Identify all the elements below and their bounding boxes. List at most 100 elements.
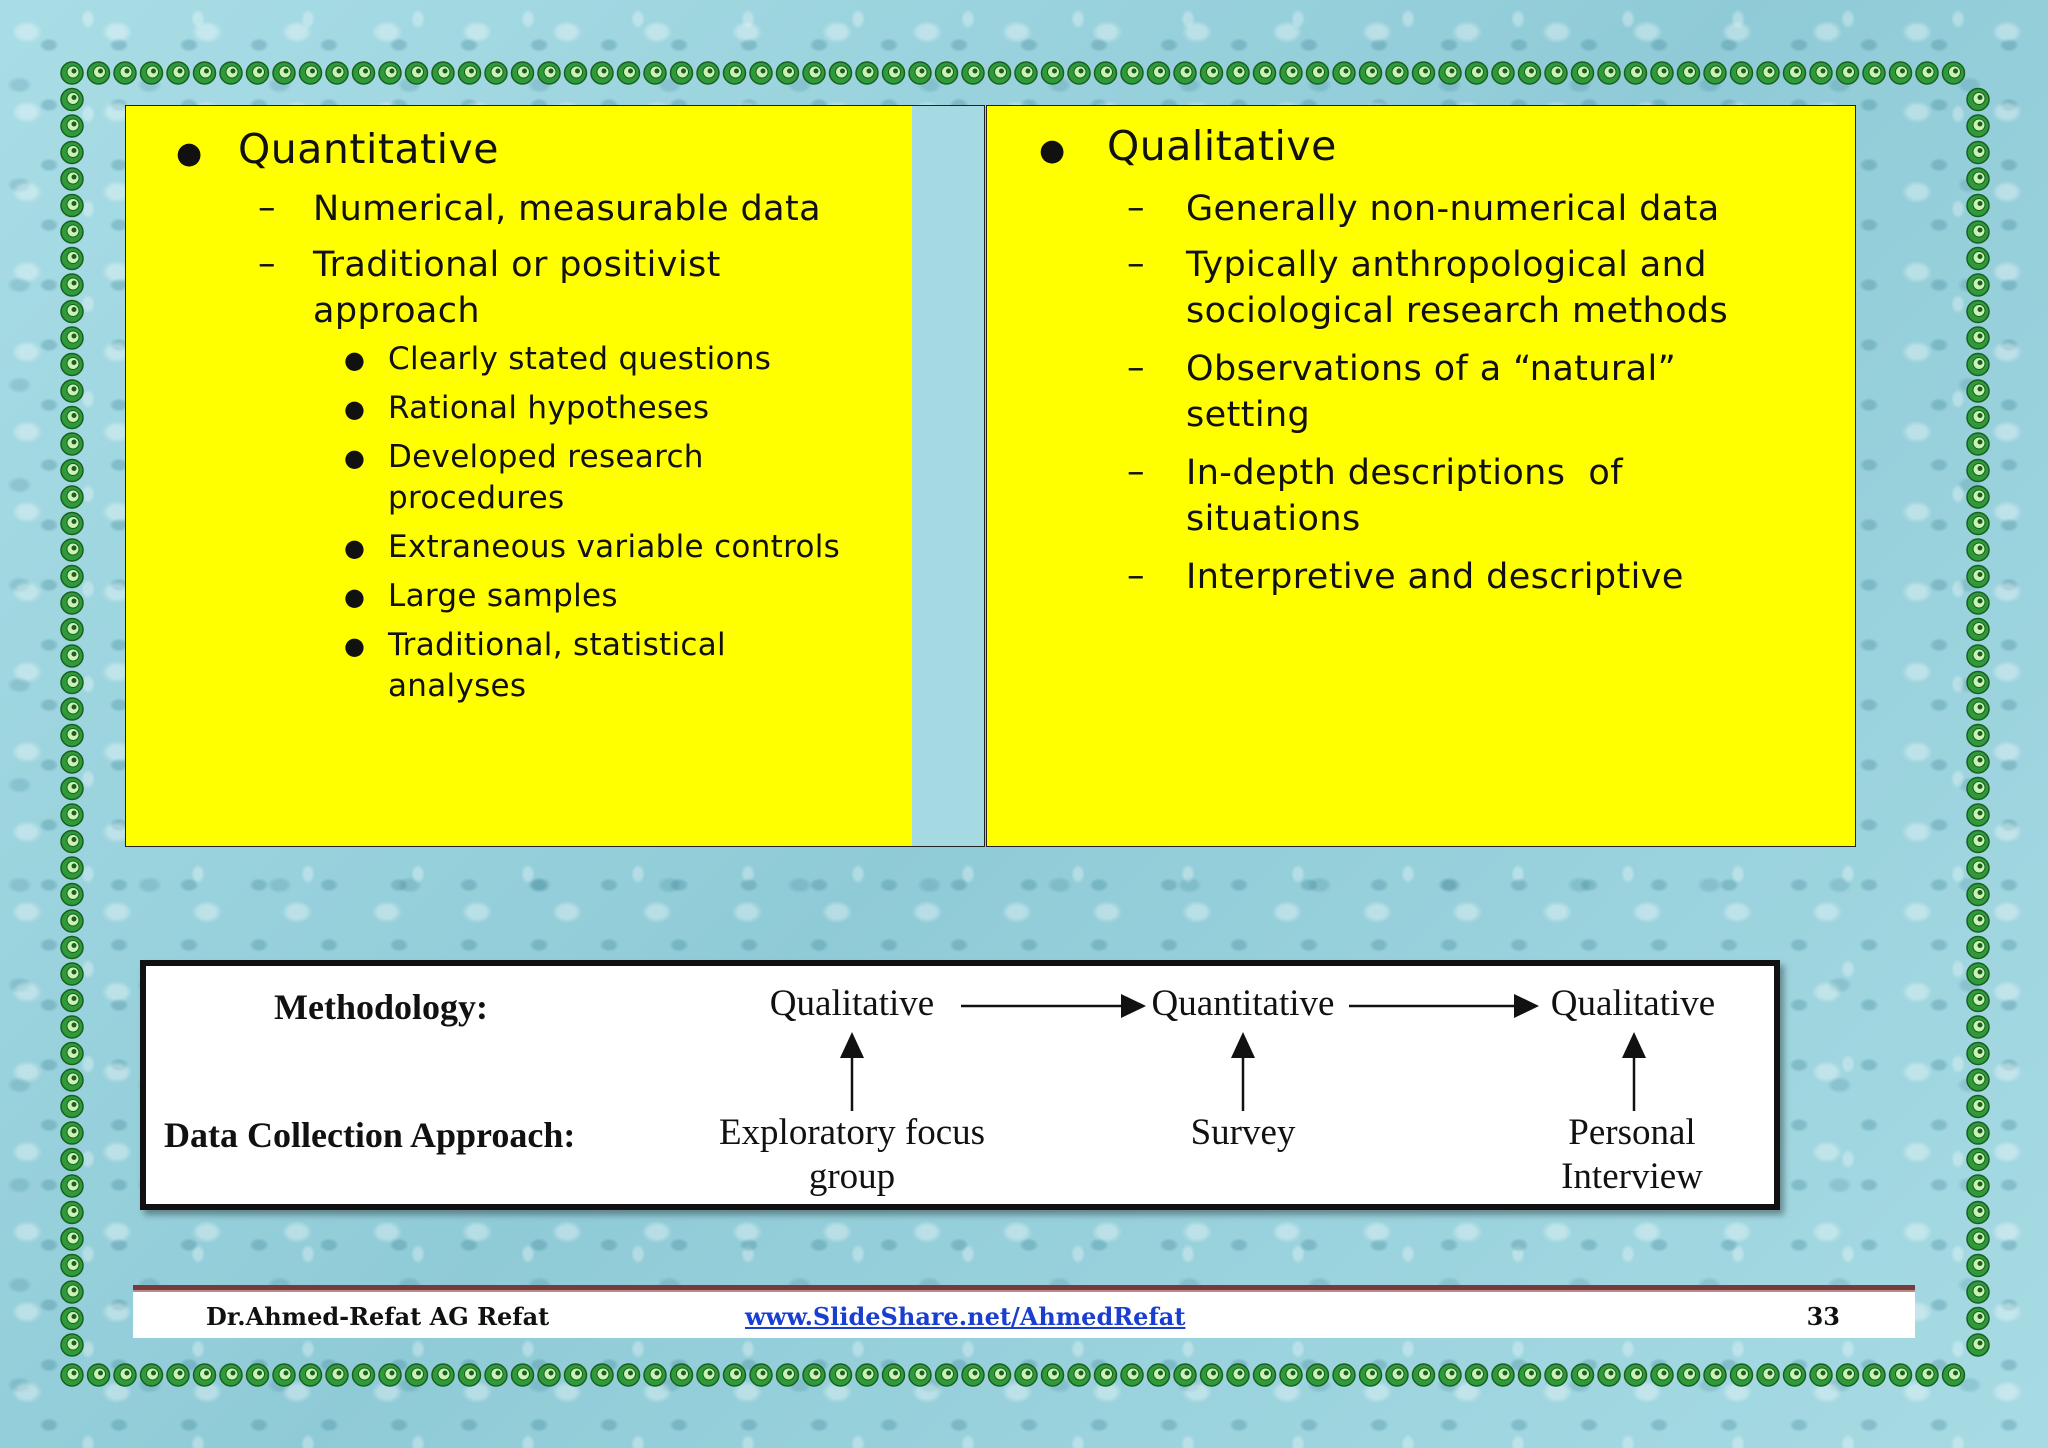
green-spiral-border-icon: [378, 61, 402, 85]
approach-node: Exploratory focus group: [718, 1112, 986, 1197]
green-spiral-border-icon: [1358, 61, 1383, 85]
arrow-right-icon: [1514, 994, 1539, 1018]
bullet-icon: ●: [344, 583, 365, 611]
green-spiral-border-icon: [1173, 1363, 1197, 1387]
bullet-icon: ●: [344, 395, 365, 423]
green-spiral-border-icon: [1966, 1015, 1990, 1039]
green-spiral-border-icon: [60, 87, 84, 112]
green-spiral-border-icon: [1966, 485, 1990, 509]
quantitative-heading: Quantitative: [238, 125, 499, 173]
green-spiral-border-icon: [1862, 1363, 1886, 1387]
green-spiral-border-icon: [113, 1363, 137, 1387]
green-spiral-border-icon: [1464, 1363, 1489, 1387]
green-spiral-border-icon: [1279, 1363, 1303, 1387]
green-spiral-border-icon: [1966, 140, 1990, 165]
green-spiral-border-icon: [1650, 61, 1674, 85]
green-spiral-border-icon: [298, 61, 323, 85]
green-spiral-border-icon: [1966, 1147, 1990, 1172]
green-spiral-border-icon: [1226, 1363, 1250, 1387]
green-spiral-border-icon: [1966, 246, 1990, 271]
green-spiral-border-icon: [1146, 1363, 1171, 1387]
green-spiral-border-icon: [60, 61, 84, 85]
green-spiral-border-icon: [1966, 856, 1990, 880]
green-spiral-border-icon: [1676, 1363, 1701, 1387]
green-spiral-border-icon: [1966, 829, 1990, 854]
green-spiral-border-icon: [1623, 1363, 1648, 1387]
green-spiral-border-icon: [1862, 61, 1886, 85]
dash-icon: –: [1127, 452, 1145, 492]
green-spiral-border-icon: [1966, 882, 1990, 907]
green-spiral-border-icon: [908, 61, 932, 85]
green-spiral-border-icon: [60, 564, 84, 589]
green-spiral-border-icon: [139, 61, 164, 85]
green-spiral-border-icon: [60, 140, 84, 165]
green-spiral-border-icon: [60, 246, 84, 271]
green-spiral-border-icon: [1966, 1227, 1990, 1251]
green-spiral-border-icon: [1835, 61, 1860, 85]
green-spiral-border-icon: [60, 379, 84, 403]
green-spiral-border-icon: [245, 61, 270, 85]
page-number: 33: [1806, 1302, 1840, 1331]
green-spiral-border-icon: [1966, 511, 1990, 536]
green-spiral-border-icon: [1332, 61, 1356, 85]
green-spiral-border-icon: [1517, 1363, 1542, 1387]
qualitative-heading: Qualitative: [1107, 122, 1337, 170]
green-spiral-border-icon: [60, 1094, 84, 1119]
green-spiral-border-icon: [510, 1363, 535, 1387]
green-spiral-border-icon: [1570, 1363, 1595, 1387]
method-node: Quantitative: [1151, 983, 1335, 1024]
green-spiral-border-icon: [1966, 1041, 1990, 1066]
green-spiral-border-icon: [616, 1363, 641, 1387]
footer-link[interactable]: www.SlideShare.net/AhmedRefat: [745, 1302, 1186, 1331]
green-spiral-border-icon: [325, 1363, 349, 1387]
green-spiral-border-icon: [1966, 379, 1990, 403]
green-spiral-border-icon: [1966, 167, 1990, 191]
green-spiral-border-icon: [1199, 1363, 1224, 1387]
methodology-flow-diagram: Methodology: Data Collection Approach: Q…: [140, 960, 1780, 1210]
green-spiral-border-icon: [1014, 1363, 1038, 1387]
green-spiral-border-icon: [60, 1280, 84, 1304]
green-spiral-border-icon: [431, 1363, 455, 1387]
green-spiral-border-icon: [722, 61, 747, 85]
green-spiral-border-icon: [60, 273, 84, 297]
green-spiral-border-icon: [1040, 61, 1065, 85]
green-spiral-border-icon: [775, 1363, 800, 1387]
green-spiral-border-icon: [1966, 697, 1990, 721]
green-spiral-border-icon: [775, 61, 800, 85]
green-spiral-border-icon: [1067, 1363, 1091, 1387]
green-spiral-border-icon: [1966, 1068, 1990, 1092]
green-spiral-border-icon: [1966, 1280, 1990, 1304]
green-spiral-border-icon: [1093, 1363, 1118, 1387]
arrow-right-icon: [1121, 994, 1146, 1018]
green-spiral-border-icon: [60, 1333, 84, 1357]
green-spiral-border-icon: [1279, 61, 1303, 85]
quantitative-sub-point: Rational hypotheses: [388, 390, 710, 426]
green-spiral-border-icon: [60, 988, 84, 1013]
green-spiral-border-icon: [60, 352, 84, 377]
green-spiral-border-icon: [1966, 617, 1990, 642]
green-spiral-border-icon: [1809, 61, 1833, 85]
green-spiral-border-icon: [1966, 114, 1990, 138]
green-spiral-border-icon: [1305, 61, 1330, 85]
green-spiral-border-icon: [749, 1363, 773, 1387]
green-spiral-border-icon: [60, 114, 84, 138]
green-spiral-border-icon: [987, 1363, 1012, 1387]
green-spiral-border-icon: [1966, 591, 1990, 615]
green-spiral-border-icon: [616, 61, 641, 85]
bullet-icon: ●: [344, 632, 365, 660]
footer-author: Dr.Ahmed-Refat AG Refat: [206, 1302, 550, 1331]
green-spiral-border-icon: [60, 1068, 84, 1092]
green-spiral-border-icon: [60, 1147, 84, 1172]
green-spiral-border-icon: [272, 1363, 296, 1387]
green-spiral-border-icon: [60, 1363, 84, 1387]
green-spiral-border-icon: [1385, 61, 1409, 85]
green-spiral-border-icon: [1120, 61, 1144, 85]
green-spiral-border-icon: [1966, 87, 1990, 112]
green-spiral-border-icon: [881, 61, 906, 85]
quantitative-sub-point: Clearly stated questions: [388, 341, 772, 377]
green-spiral-border-icon: [1729, 1363, 1754, 1387]
flow-arrows: [840, 994, 1646, 1111]
green-spiral-border-icon: [934, 61, 959, 85]
qualitative-point: In-depth descriptions of situations: [1186, 453, 1635, 539]
green-spiral-border-icon: [908, 1363, 932, 1387]
